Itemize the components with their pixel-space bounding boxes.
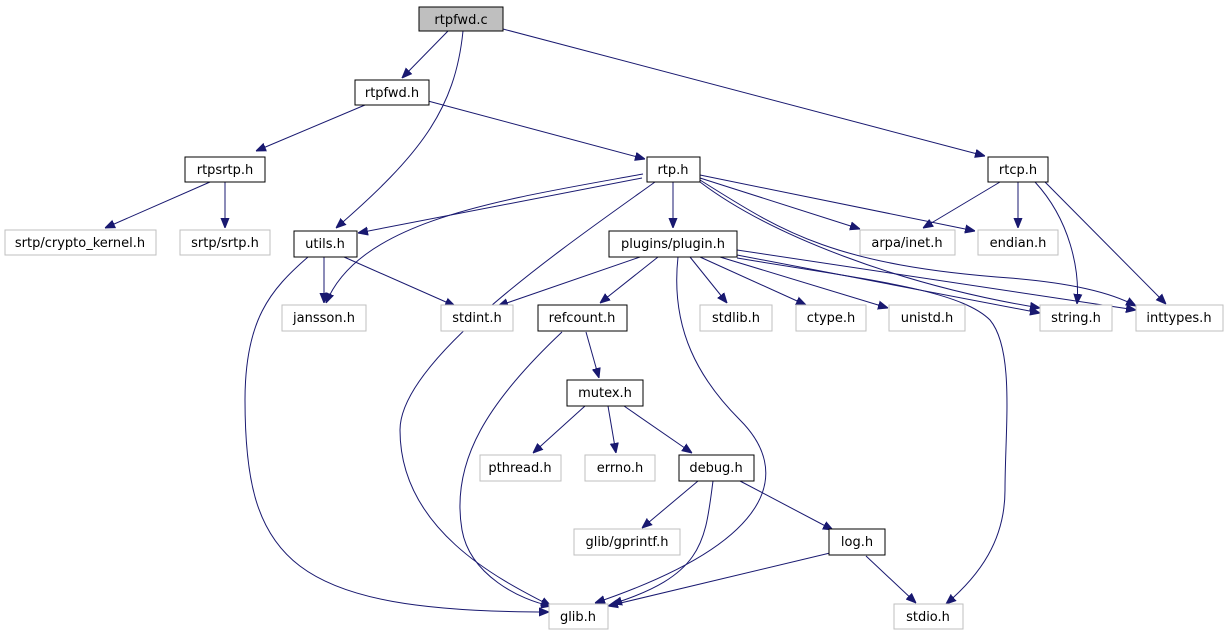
- node-plugins-plugin-h[interactable]: plugins/plugin.h: [608, 230, 738, 258]
- edge-plugin-h-to-stdio-h: [736, 257, 1008, 604]
- node-label: ctype.h: [807, 311, 856, 326]
- node-label: endian.h: [990, 236, 1047, 251]
- node-label: plugins/plugin.h: [621, 237, 725, 252]
- edge-rtpfwd-c-to-rtcp-h: [502, 28, 985, 156]
- node-rtpfwd-h[interactable]: rtpfwd.h: [354, 79, 430, 106]
- edge-rtpsrtp-h-to-srtp-crypto: [105, 181, 211, 228]
- node-label: glib/gprintf.h: [586, 535, 669, 550]
- node-label: arpa/inet.h: [871, 236, 942, 251]
- node-label: debug.h: [689, 461, 742, 476]
- edge-rtp-h-to-jansson-h: [326, 173, 644, 303]
- node-label: string.h: [1051, 311, 1101, 326]
- edge-rtpfwd-h-to-rtp-h: [427, 100, 645, 159]
- node-stdint-h[interactable]: stdint.h: [440, 304, 514, 332]
- node-label: srtp/srtp.h: [191, 236, 259, 251]
- node-label: unistd.h: [901, 311, 954, 326]
- edge-utils-h-to-stdint-h: [343, 256, 455, 306]
- node-endian-h[interactable]: endian.h: [977, 229, 1059, 256]
- edge-rtp-h-to-arpa-inet: [699, 177, 860, 229]
- node-label: rtpfwd.c: [434, 13, 487, 28]
- edge-rtcp-h-to-arpa-inet: [923, 181, 1001, 228]
- node-label: utils.h: [305, 237, 345, 252]
- edge-rtpfwd-c-to-utils-h: [336, 30, 464, 228]
- node-srtp-srtp-h[interactable]: srtp/srtp.h: [179, 229, 271, 256]
- edge-plugin-h-to-string-h: [736, 254, 1040, 313]
- edge-plugin-h-to-unistd-h: [719, 256, 888, 308]
- node-label: inttypes.h: [1146, 311, 1211, 326]
- edge-rtpfwd-c-to-rtpfwd-h: [402, 30, 449, 78]
- edge-rtp-h-to-inttypes-h: [699, 179, 1136, 306]
- edge-mutex-h-to-debug-h: [623, 405, 692, 453]
- node-label: stdio.h: [906, 610, 950, 625]
- node-label: rtpsrtp.h: [197, 163, 254, 178]
- node-label: srtp/crypto_kernel.h: [15, 236, 145, 251]
- node-label: rtcp.h: [999, 163, 1037, 178]
- node-utils-h[interactable]: utils.h: [293, 230, 358, 258]
- edge-plugin-h-to-inttypes-h: [736, 249, 1136, 310]
- node-label: errno.h: [597, 461, 644, 476]
- node-inttypes-h[interactable]: inttypes.h: [1135, 304, 1224, 332]
- node-ctype-h[interactable]: ctype.h: [795, 304, 867, 332]
- node-string-h[interactable]: string.h: [1039, 304, 1113, 332]
- edge-mutex-h-to-errno-h: [607, 405, 616, 453]
- node-rtp-h[interactable]: rtp.h: [646, 156, 701, 183]
- node-pthread-h[interactable]: pthread.h: [479, 454, 562, 482]
- edge-plugin-h-to-ctype-h: [699, 256, 806, 305]
- node-label: mutex.h: [578, 386, 632, 401]
- edges-layer: [105, 28, 1166, 612]
- node-unistd-h[interactable]: unistd.h: [888, 304, 966, 332]
- nodes-layer: rtpfwd.c rtpfwd.h rtcp.h rtpsrtp.h rtp.h…: [4, 6, 1224, 630]
- edge-rtp-h-to-utils-h: [358, 177, 643, 233]
- node-arpa-inet-h[interactable]: arpa/inet.h: [859, 229, 956, 256]
- edge-plugin-h-to-stdint-h: [498, 256, 641, 306]
- node-label: stdint.h: [452, 311, 501, 326]
- node-label: refcount.h: [549, 311, 616, 326]
- node-label: rtpfwd.h: [365, 86, 419, 101]
- edge-plugin-h-to-stdlib-h: [689, 256, 727, 303]
- node-debug-h[interactable]: debug.h: [678, 454, 755, 482]
- node-errno-h[interactable]: errno.h: [584, 454, 656, 482]
- edge-rtp-h-to-string-h: [699, 181, 1040, 308]
- node-rtpsrtp-h[interactable]: rtpsrtp.h: [184, 156, 266, 183]
- edge-refcount-h-to-glib-h: [459, 331, 563, 606]
- node-glib-gprintf-h[interactable]: glib/gprintf.h: [573, 528, 681, 556]
- edge-debug-h-to-log-h: [739, 480, 833, 530]
- node-rtpfwd-c[interactable]: rtpfwd.c: [418, 6, 504, 32]
- node-stdio-h[interactable]: stdio.h: [893, 603, 964, 630]
- node-glib-h[interactable]: glib.h: [548, 603, 609, 630]
- edge-log-h-to-stdio-h: [865, 555, 916, 603]
- node-jansson-h[interactable]: jansson.h: [281, 304, 367, 332]
- node-label: rtp.h: [657, 163, 688, 178]
- node-mutex-h[interactable]: mutex.h: [566, 379, 644, 407]
- node-label: log.h: [841, 535, 873, 550]
- edge-log-h-to-glib-h: [608, 552, 831, 606]
- edge-rtpfwd-h-to-rtpsrtp-h: [256, 104, 366, 151]
- node-label: pthread.h: [488, 461, 551, 476]
- edge-rtp-h-to-glib-h: [399, 181, 656, 606]
- node-rtcp-h[interactable]: rtcp.h: [987, 156, 1049, 183]
- node-label: stdlib.h: [712, 311, 760, 326]
- node-srtp-crypto-kernel-h[interactable]: srtp/crypto_kernel.h: [4, 229, 157, 256]
- node-refcount-h[interactable]: refcount.h: [537, 304, 628, 332]
- edge-plugin-h-to-glib-h: [595, 256, 767, 603]
- edge-mutex-h-to-pthread-h: [533, 405, 586, 453]
- edge-utils-h-to-glib-h: [244, 256, 549, 612]
- node-stdlib-h[interactable]: stdlib.h: [699, 304, 773, 332]
- edge-debug-h-to-gprintf-h: [642, 480, 699, 528]
- edge-plugin-h-to-refcount-h: [600, 256, 659, 303]
- node-label: jansson.h: [292, 311, 355, 326]
- edge-rtp-h-to-endian-h: [699, 174, 975, 231]
- edge-refcount-h-to-mutex-h: [585, 331, 599, 378]
- node-log-h[interactable]: log.h: [828, 528, 886, 556]
- node-label: glib.h: [560, 610, 596, 625]
- edge-debug-h-to-glib-h: [612, 480, 714, 604]
- edge-rtcp-h-to-string-h: [1034, 181, 1078, 304]
- edge-rtcp-h-to-inttypes-h: [1044, 181, 1166, 304]
